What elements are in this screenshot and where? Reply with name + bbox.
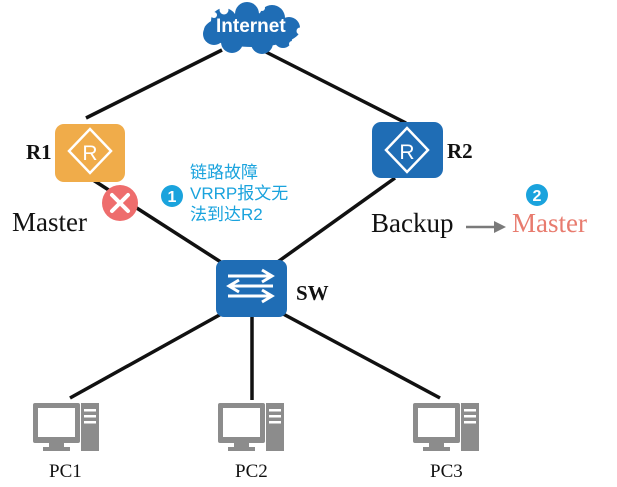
pc1-label: PC1 [49, 461, 82, 482]
switch-sw-label: SW [296, 281, 329, 305]
svg-text:R: R [82, 142, 97, 165]
router-r2-label: R2 [447, 139, 473, 163]
internet-cloud-icon [202, 2, 304, 54]
link-sw-pc3 [271, 306, 441, 400]
step-1-marker: 1 [161, 185, 183, 207]
step-2-number: 2 [533, 188, 542, 205]
svg-text:R: R [399, 141, 414, 164]
pc2-icon [218, 403, 284, 451]
step-2-marker: 2 [526, 184, 548, 206]
r2-role-label: Backup [371, 208, 454, 238]
fault-note: 链路故障 VRRP报文无 法到达R2 [190, 162, 288, 225]
pc1-icon [33, 403, 99, 451]
router-r1-label: R1 [26, 140, 52, 164]
switch-sw-icon [216, 260, 287, 317]
pc3-icon [413, 403, 479, 451]
r1-role-label: Master [12, 207, 87, 237]
step-1-number: 1 [168, 189, 177, 206]
r2-new-role-label: Master [512, 208, 587, 238]
fault-note-line-1: 链路故障 [190, 163, 258, 182]
router-r1-icon: R [55, 124, 125, 182]
link-sw-pc1 [69, 306, 233, 400]
pc3-label: PC3 [430, 461, 463, 482]
internet-label: Internet [216, 16, 286, 37]
role-change-arrow-icon [466, 221, 506, 233]
link-r2-sw [270, 176, 397, 268]
fault-note-line-2: VRRP报文无 [190, 184, 289, 203]
link-internet-r2 [261, 48, 407, 125]
router-r2-icon: R [372, 122, 443, 178]
link-internet-r1 [85, 48, 223, 120]
pc2-label: PC2 [235, 461, 268, 482]
link-fault-icon [102, 185, 138, 221]
fault-note-line-3: 法到达R2 [190, 205, 263, 224]
